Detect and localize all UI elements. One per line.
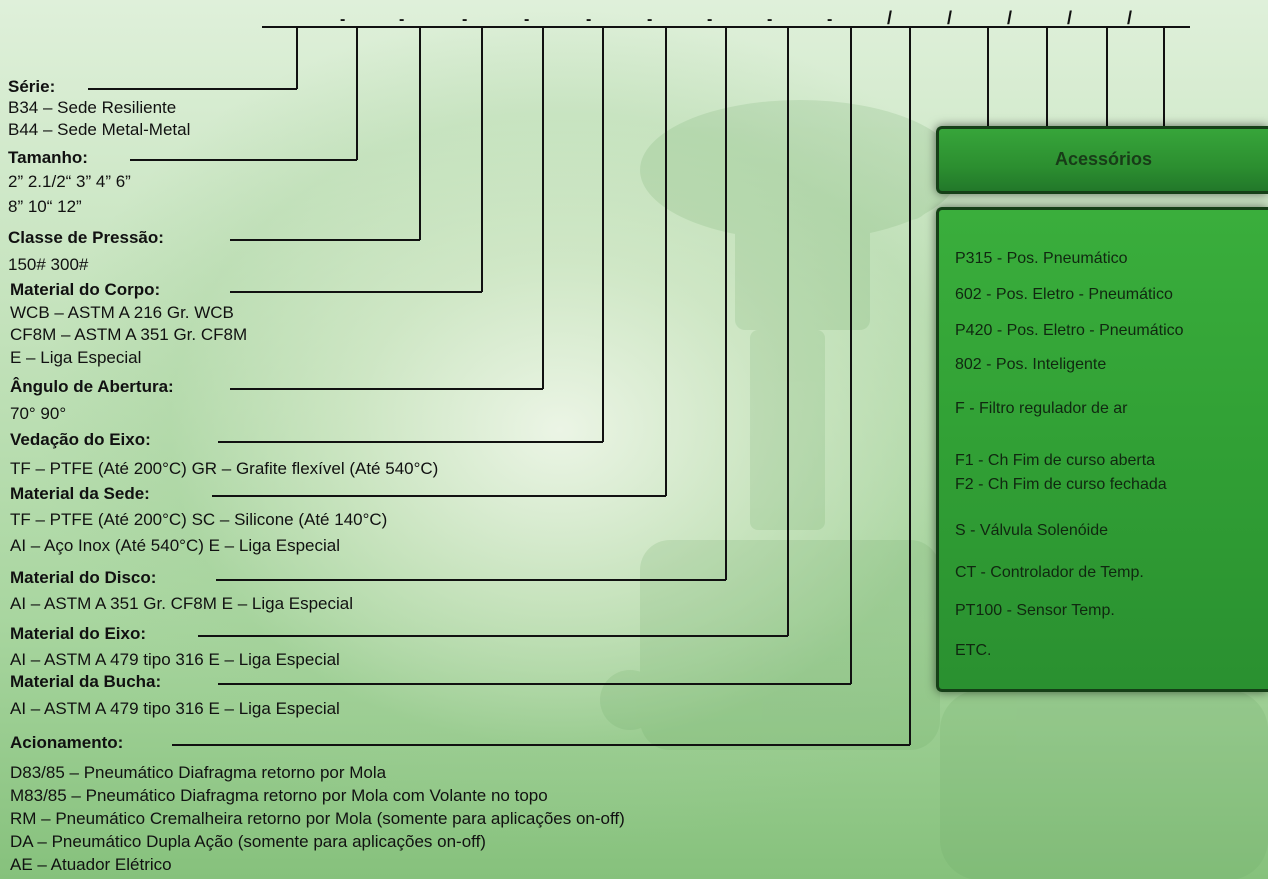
accessories-box: P315 - Pos. Pneumático 602 - Pos. Eletro … (936, 207, 1268, 692)
material-corpo-option: WCB – ASTM A 216 Gr. WCB (10, 303, 234, 322)
code-separator: - (462, 11, 467, 28)
material-disco-heading: Material do Disco: (10, 568, 157, 587)
code-separator: - (399, 11, 404, 28)
classe-option: 150# 300# (8, 255, 89, 274)
material-bucha-heading: Material da Bucha: (10, 672, 162, 691)
code-separator: - (586, 11, 591, 28)
code-separator: - (340, 11, 345, 28)
tamanho-option: 2” 2.1/2“ 3” 4” 6” (8, 172, 131, 191)
code-separator: - (767, 11, 772, 28)
material-corpo-option: CF8M – ASTM A 351 Gr. CF8M (10, 325, 248, 344)
tamanho-heading: Tamanho: (8, 148, 88, 167)
code-separator: / (1007, 8, 1012, 28)
code-separator: - (827, 11, 832, 28)
accessory-item: P315 - Pos. Pneumático (955, 250, 1128, 267)
accessories-header: Acessórios (936, 126, 1268, 194)
accessories-title: Acessórios (1054, 149, 1153, 169)
material-disco-option: AI – ASTM A 351 Gr. CF8M E – Liga Especi… (10, 594, 353, 613)
acionamento-option: DA – Pneumático Dupla Ação (somente para… (10, 832, 486, 851)
tamanho-option: 8” 10“ 12” (8, 197, 82, 216)
accessory-item: S - Válvula Solenóide (955, 522, 1108, 539)
code-separator: - (524, 11, 529, 28)
material-corpo-option: E – Liga Especial (10, 348, 142, 367)
accessory-item: PT100 - Sensor Temp. (955, 602, 1115, 619)
code-separator: / (1067, 8, 1072, 28)
material-sede-heading: Material da Sede: (10, 484, 150, 503)
serie-option: B34 – Sede Resiliente (8, 98, 177, 117)
accessory-item: CT - Controlador de Temp. (955, 564, 1144, 581)
accessory-item: F2 - Ch Fim de curso fechada (955, 476, 1167, 493)
serie-option: B44 – Sede Metal-Metal (8, 120, 191, 139)
material-corpo-heading: Material do Corpo: (10, 280, 161, 299)
accessory-item: ETC. (955, 642, 992, 659)
angulo-heading: Ângulo de Abertura: (10, 377, 174, 396)
acionamento-option: RM – Pneumático Cremalheira retorno por … (10, 809, 625, 828)
code-separator: - (707, 11, 712, 28)
vedacao-option: TF – PTFE (Até 200°C) GR – Grafite flexí… (10, 459, 439, 478)
accessory-item: 802 - Pos. Inteligente (955, 356, 1107, 373)
accessory-item: F - Filtro regulador de ar (955, 400, 1128, 417)
accessory-item: F1 - Ch Fim de curso aberta (955, 452, 1156, 469)
acionamento-option: D83/85 – Pneumático Diafragma retorno po… (10, 763, 387, 782)
classe-heading: Classe de Pressão: (8, 228, 164, 247)
code-separator: / (1127, 8, 1132, 28)
material-eixo-heading: Material do Eixo: (10, 624, 147, 643)
acionamento-option: M83/85 – Pneumático Diafragma retorno po… (10, 786, 548, 805)
vedacao-heading: Vedação do Eixo: (10, 430, 151, 449)
code-separator: - (647, 11, 652, 28)
angulo-option: 70° 90° (10, 404, 67, 423)
material-sede-option: AI – Aço Inox (Até 540°C) E – Liga Espec… (10, 536, 340, 555)
acionamento-option: AE – Atuador Elétrico (10, 855, 172, 874)
accessory-item: 602 - Pos. Eletro - Pneumático (955, 286, 1173, 303)
code-separator: / (887, 8, 892, 28)
serie-heading: Série: (8, 77, 56, 96)
material-sede-option: TF – PTFE (Até 200°C) SC – Silicone (Até… (10, 510, 388, 529)
material-eixo-option: AI – ASTM A 479 tipo 316 E – Liga Especi… (10, 650, 340, 669)
material-bucha-option: AI – ASTM A 479 tipo 316 E – Liga Especi… (10, 699, 340, 718)
code-separator: / (947, 8, 952, 28)
accessory-item: P420 - Pos. Eletro - Pneumático (955, 322, 1184, 339)
acionamento-heading: Acionamento: (10, 733, 124, 752)
